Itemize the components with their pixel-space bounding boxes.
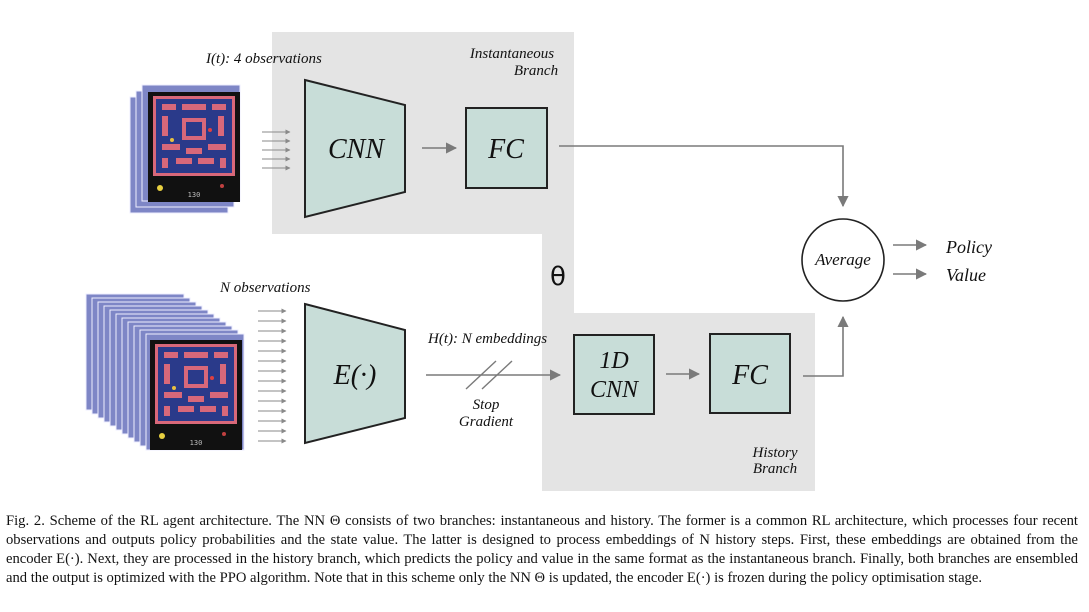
fc-bottom-block	[709, 333, 791, 414]
architecture-diagram: 130 I(t): 4 observations Instantaneous B…	[85, 32, 992, 491]
top-input-label: I(t): 4 observations	[205, 51, 322, 67]
theta-label: θ	[550, 262, 566, 292]
bottom-input-arrows	[258, 308, 287, 444]
theta-connector-area	[542, 232, 574, 317]
stop-gradient-label-line2: Gradient	[459, 414, 514, 430]
cnn1d-label-line2: CNN	[590, 377, 640, 403]
value-output-label: Value	[946, 265, 986, 285]
cnn-block	[304, 78, 406, 219]
instantaneous-branch-label-line2: Branch	[514, 63, 558, 79]
policy-output-label: Policy	[945, 237, 992, 257]
fc-bottom-to-average-arrow	[803, 315, 849, 377]
fc-top-label: FC	[487, 134, 524, 165]
encoder-label: E(·)	[333, 360, 377, 391]
top-observation-stack: 130	[129, 84, 242, 214]
cnn1d-block	[573, 334, 655, 415]
fc-bottom-label: FC	[731, 360, 768, 391]
figure-caption: Fig. 2. Scheme of the RL agent architect…	[6, 513, 1078, 586]
instantaneous-branch-label-line1: Instantaneous	[469, 46, 554, 62]
cnn-label: CNN	[328, 134, 385, 165]
average-node	[801, 218, 885, 302]
bottom-input-label: N observations	[219, 280, 311, 296]
history-branch-label-line2: Branch	[753, 461, 797, 477]
encoder-block	[304, 302, 406, 445]
game-frame-image: 130	[146, 90, 242, 204]
stop-gradient-label-line1: Stop	[473, 397, 500, 413]
average-label: Average	[814, 250, 871, 269]
history-branch-label-line1: History	[752, 445, 798, 461]
embeddings-label: H(t): N embeddings	[427, 331, 547, 347]
stop-gradient-slash-2	[481, 360, 513, 390]
bottom-observation-stack: 130	[85, 293, 245, 452]
fc-top-block	[465, 107, 548, 189]
top-input-arrows	[262, 129, 291, 171]
bottom-game-score: 130	[190, 439, 203, 447]
stop-gradient-slash-1	[465, 360, 497, 390]
game-score: 130	[188, 191, 201, 199]
cnn1d-label-line1: 1D	[599, 348, 628, 374]
fc-top-to-average-arrow	[559, 145, 849, 208]
bottom-game-frame-image: 130	[148, 338, 244, 452]
